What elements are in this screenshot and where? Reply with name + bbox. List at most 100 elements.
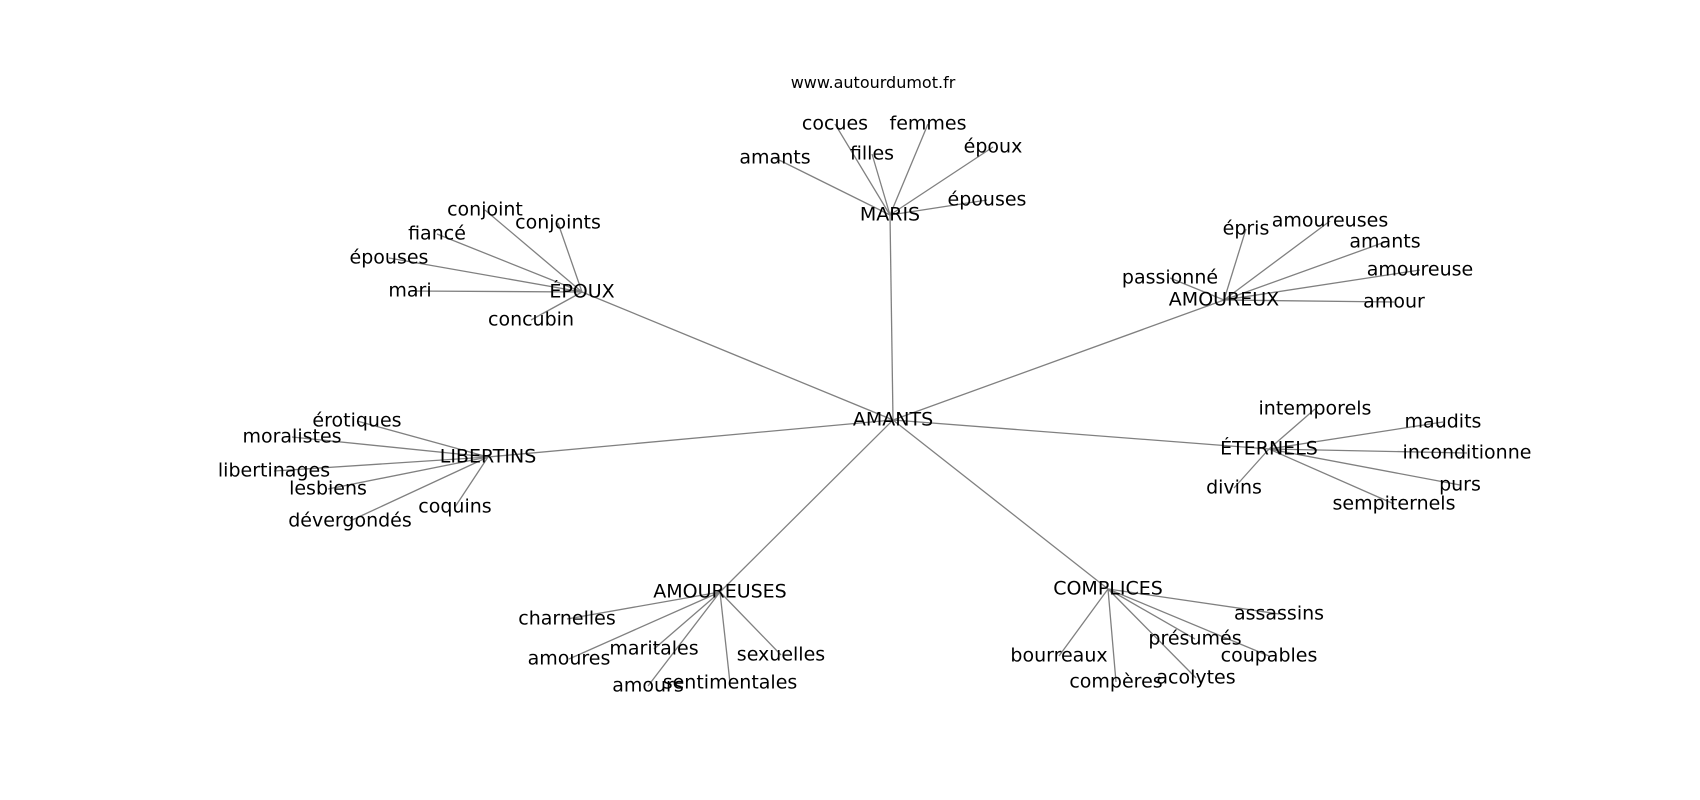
leaf-node-complices-assassins: assassins: [1234, 603, 1324, 625]
edge-maris-femmes: [889, 123, 929, 216]
edge-amoureuses-charnelles: [566, 591, 721, 620]
hub-node-amoureux: AMOUREUX: [1169, 289, 1279, 311]
leaf-node-complices-coupables: coupables: [1221, 645, 1318, 667]
edge-center-epoux: [581, 291, 894, 421]
leaf-node-eternels-inconditionne: inconditionne: [1403, 442, 1532, 464]
leaf-node-complices-bourreaux: bourreaux: [1010, 645, 1107, 667]
edge-complices-presumes: [1107, 588, 1196, 640]
leaf-node-amoureux-amoureuses: amoureuses: [1272, 210, 1388, 232]
edge-maris-epoux: [889, 146, 994, 216]
edge-complices-bourreaux: [1058, 588, 1109, 657]
edge-epoux-concubin: [530, 291, 583, 321]
edge-eternels-intemporels: [1268, 408, 1316, 450]
hub-node-epoux: ÉPOUX: [549, 280, 614, 303]
edge-amoureuses-sentimentales: [719, 591, 731, 684]
edge-amoureux-amour: [1223, 299, 1395, 303]
leaf-node-maris-amants: amants: [739, 147, 810, 169]
edge-amoureuses-maritales: [653, 591, 721, 650]
edge-libertins-lesbiens: [327, 456, 489, 490]
edge-maris-amants: [774, 157, 891, 216]
leaf-node-amoureux-epris: épris: [1223, 218, 1270, 240]
edge-eternels-maudits: [1268, 421, 1444, 450]
leaf-node-maris-epoux: époux: [964, 136, 1023, 158]
leaf-node-epoux-epouses: épouses: [350, 247, 429, 269]
edge-eternels-purs: [1268, 448, 1461, 486]
edge-maris-epouses: [889, 199, 988, 216]
edge-maris-filles: [871, 153, 891, 216]
leaf-node-epoux-fiance: fiancé: [408, 223, 466, 245]
edge-epoux-conjoints: [557, 222, 583, 293]
edge-center-complices: [892, 419, 1109, 590]
edge-libertins-coquins: [454, 456, 489, 508]
leaf-node-eternels-maudits: maudits: [1405, 411, 1482, 433]
edge-amoureux-amants: [1223, 241, 1386, 301]
edge-eternels-divins: [1233, 448, 1270, 489]
edge-center-maris: [889, 214, 894, 421]
leaf-node-amoureux-amants: amants: [1349, 231, 1420, 253]
hub-node-complices: COMPLICES: [1053, 578, 1163, 600]
edge-epoux-conjoint: [484, 209, 583, 293]
leaf-node-libertins-erotiques: érotiques: [312, 410, 401, 432]
edge-eternels-inconditionne: [1268, 448, 1468, 454]
leaf-node-complices-acolytes: acolytes: [1156, 667, 1235, 689]
leaf-node-epoux-conjoints: conjoints: [515, 212, 601, 234]
hub-node-maris: MARIS: [860, 204, 920, 226]
leaf-node-amoureux-amour: amour: [1363, 291, 1425, 313]
edge-libertins-moralistes: [291, 436, 489, 458]
leaf-node-amoureuses-amoures: amoures: [528, 648, 611, 670]
edge-amoureux-amoureuses: [1223, 220, 1331, 301]
edge-amoureux-passionne: [1169, 277, 1225, 301]
leaf-node-complices-comperes: compères: [1069, 671, 1162, 693]
leaf-node-eternels-sempiternels: sempiternels: [1333, 493, 1456, 515]
leaf-node-maris-epouses: épouses: [948, 189, 1027, 211]
leaf-node-maris-filles: filles: [850, 143, 894, 165]
edge-libertins-devergondes: [349, 456, 489, 522]
edge-complices-comperes: [1107, 588, 1117, 683]
leaf-node-amoureuses-maritales: maritales: [609, 638, 698, 660]
edge-center-amoureux: [892, 299, 1225, 421]
hub-node-amoureuses: AMOUREUSES: [653, 581, 787, 603]
edge-libertins-erotiques: [356, 420, 489, 458]
edge-complices-coupables: [1107, 588, 1270, 657]
graph-labels: AMANTS MARIS cocues femmes filles époux amants…: [218, 113, 1532, 697]
graph-edges: [273, 123, 1468, 687]
edge-center-libertins: [487, 419, 894, 458]
leaf-node-libertins-devergondes: dévergondés: [288, 510, 412, 532]
leaf-node-amoureuses-charnelles: charnelles: [518, 608, 616, 630]
edge-eternels-sempiternels: [1268, 448, 1395, 505]
leaf-node-amoureux-amoureuse: amoureuse: [1367, 259, 1474, 281]
leaf-node-complices-presumes: présumés: [1148, 628, 1241, 650]
edge-epoux-mari: [409, 290, 583, 293]
edge-amoureuses-amours: [647, 591, 721, 687]
leaf-node-libertins-lesbiens: lesbiens: [289, 478, 367, 500]
leaf-node-amoureuses-amours: amours: [612, 675, 684, 697]
edge-amoureux-epris: [1223, 228, 1247, 301]
leaf-node-amoureux-passionne: passionné: [1122, 267, 1218, 289]
leaf-node-eternels-divins: divins: [1206, 477, 1262, 499]
leaf-node-libertins-moralistes: moralistes: [242, 426, 341, 448]
hub-node-libertins: LIBERTINS: [440, 446, 537, 468]
edge-center-eternels: [892, 419, 1270, 450]
leaf-node-maris-cocues: cocues: [802, 113, 868, 135]
leaf-node-libertins-libertinages: libertinages: [218, 460, 330, 482]
edge-epoux-fiance: [436, 233, 583, 293]
edge-complices-assassins: [1107, 588, 1280, 615]
leaf-node-amoureuses-sexuelles: sexuelles: [737, 644, 825, 666]
hub-node-eternels: ÉTERNELS: [1220, 437, 1318, 460]
leaf-node-epoux-mari: mari: [388, 280, 431, 302]
leaf-node-eternels-purs: purs: [1439, 474, 1481, 496]
center-node-label: AMANTS: [853, 409, 933, 431]
edge-amoureuses-sexuelles: [719, 591, 782, 656]
edge-maris-cocues: [834, 123, 891, 216]
source-watermark: www.autourdumot.fr: [791, 73, 956, 92]
leaf-node-maris-femmes: femmes: [890, 113, 967, 135]
edge-center-amoureuses: [719, 419, 894, 593]
edge-libertins-libertinages: [273, 456, 489, 472]
leaf-node-amoureuses-sentimentales: sentimentales: [663, 672, 798, 694]
edge-amoureuses-amoures: [568, 591, 721, 660]
edge-epoux-epouses: [388, 257, 583, 293]
leaf-node-epoux-conjoint: conjoint: [447, 199, 523, 221]
leaf-node-libertins-coquins: coquins: [418, 496, 491, 518]
leaf-node-epoux-concubin: concubin: [488, 309, 574, 331]
